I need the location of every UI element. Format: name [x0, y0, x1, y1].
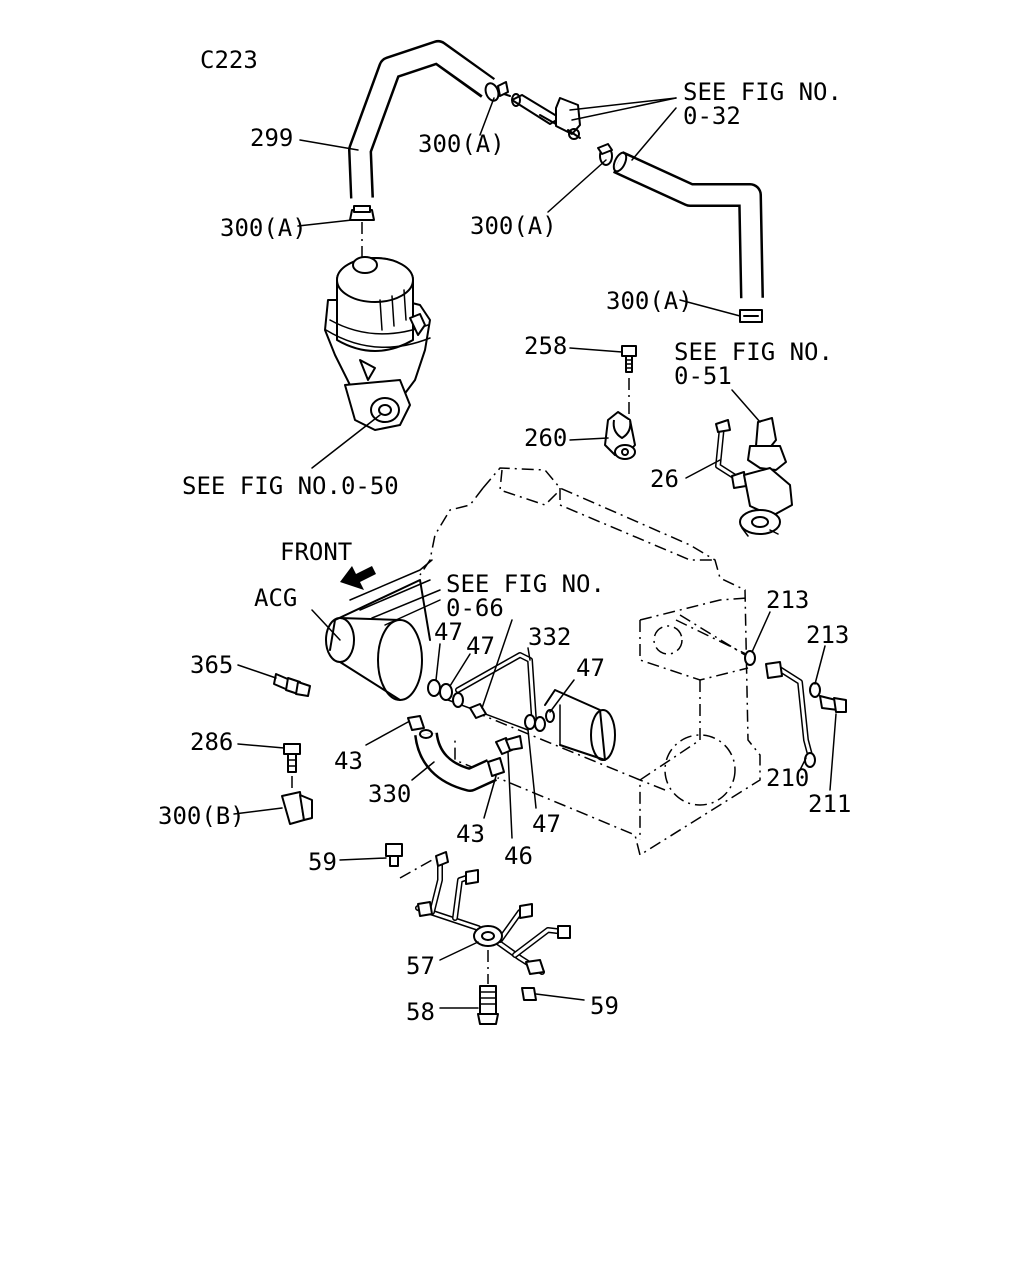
union-fitting: [469, 703, 487, 719]
callout-300a-mid: 300(A): [470, 212, 557, 240]
clamp-300a-4: [739, 309, 763, 323]
callout-210: 210: [766, 764, 809, 792]
ref-fig-066-line2: 0-66: [446, 594, 504, 622]
callout-330: 330: [368, 780, 411, 808]
clamp-43-2: [487, 757, 505, 777]
clamp-300a-3: [597, 143, 613, 166]
hose-299: [348, 40, 496, 201]
bolt-258: [621, 345, 637, 373]
callout-43-b: 43: [456, 820, 485, 848]
alternator: [325, 559, 441, 701]
engine-block-outline: [419, 467, 761, 857]
callout-332: 332: [528, 623, 571, 651]
bolt-58: [477, 985, 499, 1025]
callout-47-b: 47: [466, 632, 495, 660]
washer-213-2: [809, 682, 821, 698]
callout-300a-left: 300(A): [220, 214, 307, 242]
bolt-286: [283, 743, 301, 773]
bracket-260: [604, 411, 636, 460]
figure-code: C223: [200, 46, 258, 74]
bolt-59-1: [385, 843, 403, 867]
pipe-210: [765, 661, 816, 768]
assembly-line-59: [399, 859, 433, 879]
engine-sensor-housing: [544, 689, 616, 761]
hose-330: [414, 729, 498, 792]
callout-59-a: 59: [308, 848, 337, 876]
callout-300a-top: 300(A): [418, 130, 505, 158]
pipe-332: [455, 652, 537, 723]
joint-pipe: [497, 91, 581, 140]
callout-43-a: 43: [334, 747, 363, 775]
callout-260: 260: [524, 424, 567, 452]
callout-213-left: 213: [766, 586, 809, 614]
callout-47-d: 47: [532, 810, 561, 838]
oil-pump-reservoir: [324, 256, 431, 431]
callout-59-b: 59: [590, 992, 619, 1020]
washer-213-1: [744, 650, 756, 666]
callout-365: 365: [190, 651, 233, 679]
callout-286: 286: [190, 728, 233, 756]
clamp-300a-1: [349, 205, 375, 221]
pipe-harness-57: [415, 851, 571, 975]
callout-211: 211: [808, 790, 851, 818]
ref-fig-032-line1: SEE FIG NO.: [683, 78, 842, 106]
callout-26: 26: [650, 465, 679, 493]
bolt-59-2: [521, 987, 537, 1001]
ref-fig-051-line2: 0-51: [674, 362, 732, 390]
bolt-211: [819, 695, 847, 713]
callout-300a-right: 300(A): [606, 287, 693, 315]
callout-300b: 300(B): [158, 802, 245, 830]
clamp-43-1: [407, 715, 425, 731]
callout-58: 58: [406, 998, 435, 1026]
callout-46: 46: [504, 842, 533, 870]
ref-fig-032-line2: 0-32: [683, 102, 741, 130]
front-arrow: [340, 566, 376, 590]
callout-299: 299: [250, 124, 293, 152]
clamp-300b: [281, 791, 313, 825]
callout-213-right: 213: [806, 621, 849, 649]
pipe-26: [715, 419, 747, 489]
eye-bolt-46: [495, 735, 523, 755]
front-label: FRONT: [280, 538, 352, 566]
acg-label: ACG: [254, 584, 297, 612]
sensor-365: [273, 673, 311, 697]
callout-47-a: 47: [434, 618, 463, 646]
callout-57: 57: [406, 952, 435, 980]
callout-258: 258: [524, 332, 567, 360]
hose-right: [612, 151, 764, 301]
washers-47: [427, 679, 555, 732]
ref-fig-051-line1: SEE FIG NO.: [674, 338, 833, 366]
ref-fig-050: SEE FIG NO.0-50: [182, 472, 399, 500]
clamp-300a-2: [484, 81, 509, 102]
callout-47-c: 47: [576, 654, 605, 682]
valve-assembly: [739, 417, 793, 537]
leader-lines: [233, 97, 837, 1009]
ref-fig-066-line1: SEE FIG NO.: [446, 570, 605, 598]
